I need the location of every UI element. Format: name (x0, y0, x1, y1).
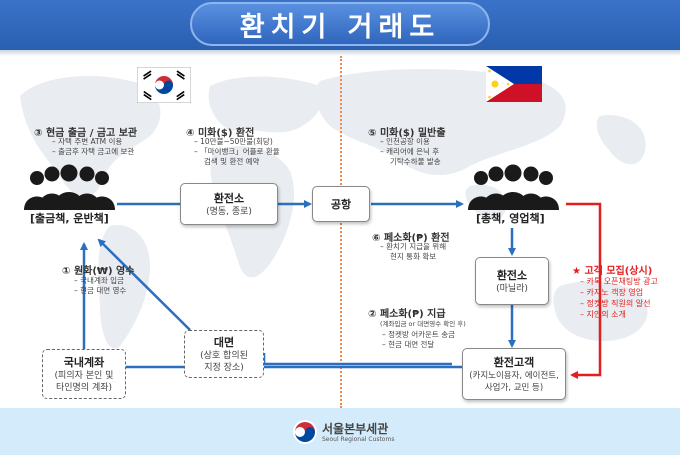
page-title: 환치기 거래도 (239, 11, 441, 43)
step6-title: ⑥ 페소화(₱) 환전 (372, 233, 450, 244)
step5-bullets: 인천공항 이용 캐리어에 은닉 후 기탁수하물 발송 (380, 137, 441, 167)
footer-org-name: 서울본부세관 (322, 422, 389, 436)
face-to-face-sub: 지정 장소) (204, 363, 244, 373)
recruit-bullet: 카톡 오픈채팅방 광고 (580, 276, 658, 287)
airport-box: 공항 (312, 186, 370, 222)
step3-bullet: 자택 주변 ATM 이용 (52, 137, 134, 147)
footer-org-sub: Seoul Regional Customs (322, 436, 395, 443)
exchange-customer-sub: (카지노이용자, 에이전트, (469, 371, 559, 381)
footer-bar (0, 408, 680, 455)
step2-note: (계좌입금 or 대면영수 확인 후) (380, 320, 466, 328)
step6-bullets: 환치기 지급을 위해 현지 통화 확보 (380, 242, 446, 262)
step1-bullet: 현금 대면 영수 (74, 286, 126, 296)
step2-bullets: 정켓방 어카운트 송금 현금 대면 전달 (382, 330, 455, 350)
step2-bullet: 현금 대면 전달 (382, 340, 455, 350)
step3-bullets: 자택 주변 ATM 이용 출금후 자택 금고에 보관 (52, 137, 134, 157)
recruit-bullet: 지인의 소개 (580, 309, 658, 320)
step4-bullet: 10만불~50만불(회당) (194, 137, 280, 147)
step5-title: ⑤ 미화($) 밀반출 (368, 128, 446, 139)
philippines-group-label: [총책, 영업책] (476, 212, 545, 225)
exchange-box-manila-sub: (마닐라) (496, 284, 528, 294)
domestic-account-sub: 타인명의 계좌) (55, 383, 113, 393)
step4-bullet-cont: 검색 및 환전 예약 (204, 157, 260, 166)
recruit-bullet: 정켓방 직원의 알선 (580, 298, 658, 309)
exchange-customer-box: 환전고객 (카지노이용자, 에이전트, 사업가, 교민 등) (462, 348, 566, 400)
step1-bullets: 국내계좌 입금 현금 대면 영수 (74, 276, 126, 296)
domestic-account-title: 국내계좌 (63, 356, 105, 369)
customs-emblem-icon (293, 420, 317, 444)
philippines-crowd-icon (468, 164, 559, 210)
face-to-face-sub: (상호 합의된 (200, 351, 248, 361)
title-pill: 환치기 거래도 (190, 2, 490, 46)
border-divider (340, 56, 342, 408)
south-korea-flag (137, 67, 191, 103)
exchange-box-manila: 환전소 (마닐라) (475, 257, 549, 305)
step4-bullet: 「마이뱅크」어플로 환율 (194, 147, 279, 157)
exchange-box-manila-title: 환전소 (496, 269, 528, 282)
airport-box-title: 공항 (330, 198, 352, 211)
domestic-account-sub: (피의자 본인 및 (54, 371, 114, 381)
step1-bullet: 국내계좌 입금 (74, 276, 126, 286)
exchange-customer-sub: 사업가, 교민 등) (484, 383, 544, 393)
step3-title: ③ 현금 출금 / 금고 보관 (34, 128, 138, 139)
step5-bullet: 캐리어에 은닉 후 (380, 147, 441, 157)
step1-title: ① 원화(₩) 영수 (62, 266, 135, 277)
exchange-box-seoul: 환전소 (명동, 종로) (180, 183, 278, 225)
exchange-box-seoul-sub: (명동, 종로) (206, 207, 252, 217)
header-bar: 환치기 거래도 (0, 0, 680, 50)
step2-title: ② 페소화(₱) 지급 (368, 309, 446, 320)
domestic-account-box: 국내계좌 (피의자 본인 및 타인명의 계좌) (42, 349, 126, 399)
recruit-title: ★ 고객 모집(상시) (572, 266, 653, 277)
step5-bullet: 인천공항 이용 (380, 137, 441, 147)
step4-bullets: 10만불~50만불(회당) 「마이뱅크」어플로 환율 검색 및 환전 예약 (194, 137, 280, 167)
header-shadow (0, 50, 680, 56)
philippines-flag (486, 66, 542, 102)
arrow-face-to-korea (97, 238, 191, 331)
step6-bullet-cont: 현지 통화 확보 (390, 252, 437, 261)
step6-bullet: 환치기 지급을 위해 (380, 242, 446, 252)
step4-title: ④ 미화($) 환전 (186, 128, 255, 139)
step3-bullet: 출금후 자택 금고에 보관 (52, 147, 134, 157)
exchange-box-seoul-title: 환전소 (213, 192, 245, 205)
step5-bullet-cont: 기탁수하물 발송 (390, 157, 441, 166)
recruit-bullet: 카지노 객장 영업 (580, 287, 658, 298)
korea-group-label: [출금책, 운반책] (30, 212, 109, 225)
face-to-face-title: 대면 (213, 336, 235, 349)
exchange-customer-title: 환전고객 (493, 356, 535, 369)
korea-crowd-icon (24, 164, 115, 210)
step2-bullet: 정켓방 어카운트 송금 (382, 330, 455, 340)
face-to-face-box: 대면 (상호 합의된 지정 장소) (184, 330, 264, 378)
recruit-bullets: 카톡 오픈채팅방 광고 카지노 객장 영업 정켓방 직원의 알선 지인의 소개 (580, 276, 658, 320)
arrow-customer-to-face (262, 353, 452, 366)
